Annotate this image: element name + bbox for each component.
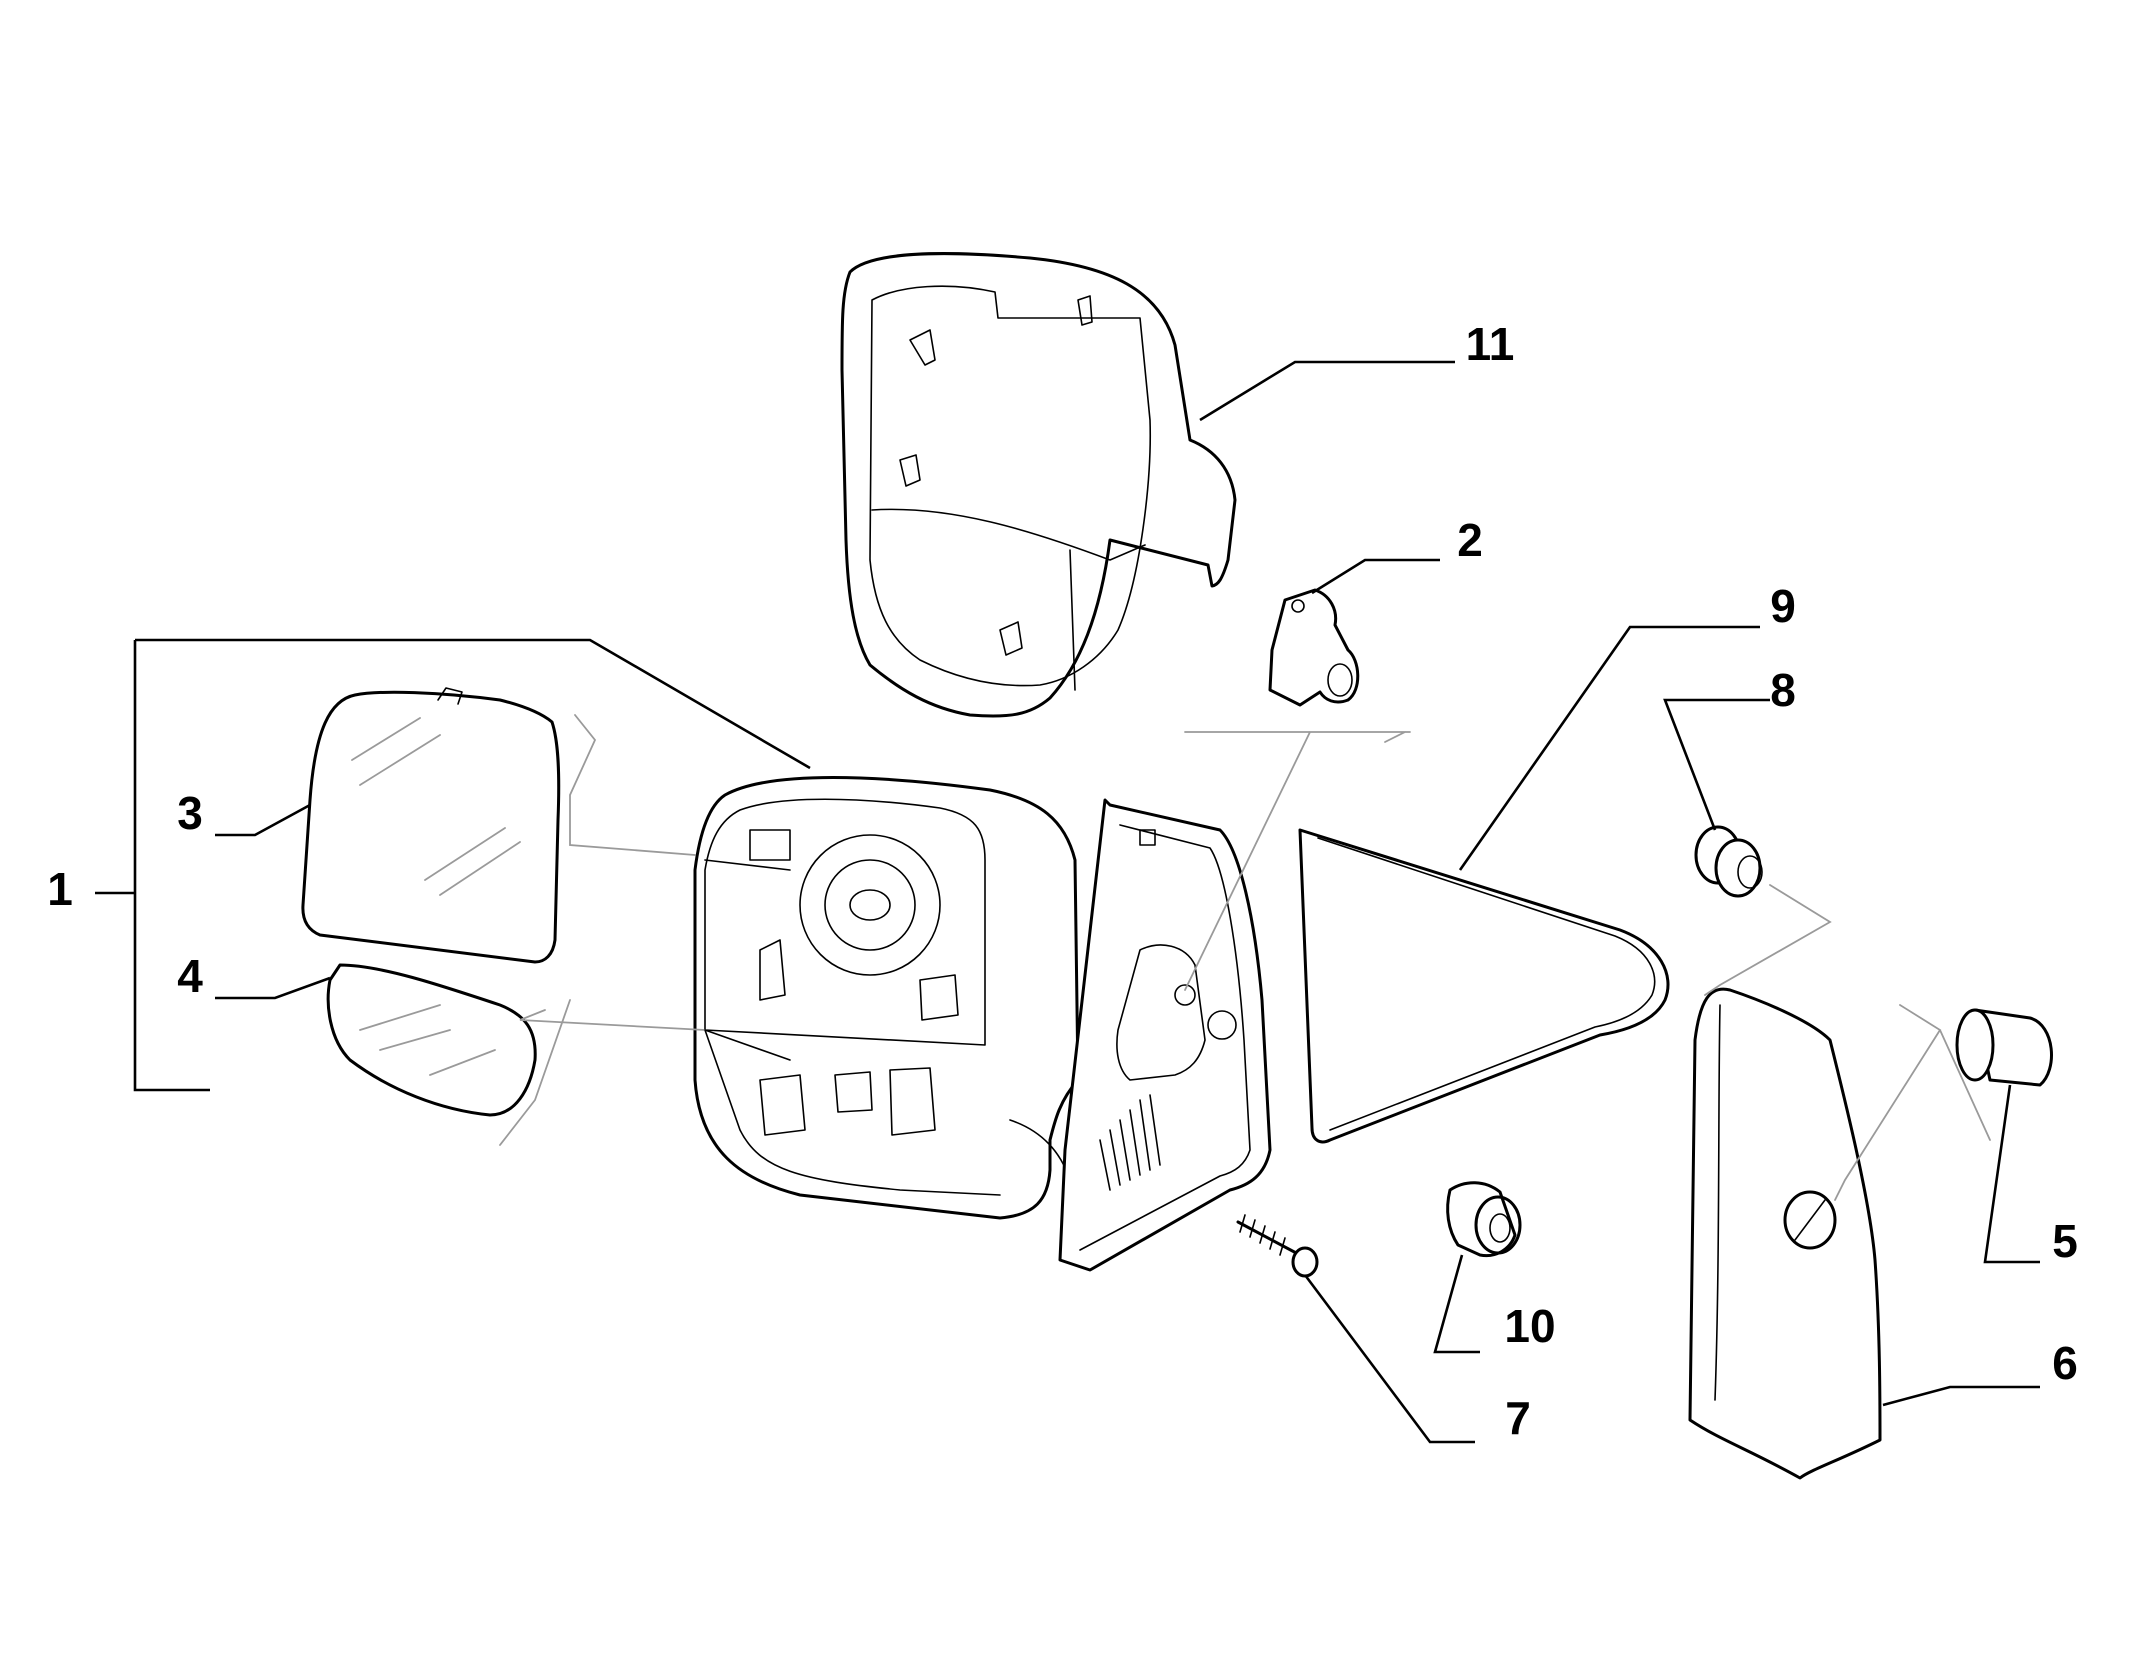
assembly-guide-lines xyxy=(499,714,1991,1201)
callout-8: 8 xyxy=(1770,664,1796,716)
callout-1: 1 xyxy=(47,863,73,915)
callout-7: 7 xyxy=(1505,1392,1531,1444)
part-10-push-clip xyxy=(1446,1181,1522,1258)
part-1-mirror-housing xyxy=(693,776,1080,1220)
part-2-pivot-bracket xyxy=(1268,588,1360,707)
part-11-mirror-cover xyxy=(840,252,1237,718)
leader-3 xyxy=(215,803,311,837)
leader-11 xyxy=(1199,360,1455,422)
part-9-seal-triangle xyxy=(1298,828,1670,1144)
part-8-grommet xyxy=(1694,825,1763,898)
callout-9: 9 xyxy=(1770,580,1796,632)
callout-11: 11 xyxy=(1466,318,1515,370)
leader-5 xyxy=(1983,1084,2040,1264)
leader-4 xyxy=(215,976,331,1000)
callout-6: 6 xyxy=(2052,1337,2078,1389)
part-3-mirror-glass xyxy=(301,687,561,964)
callout-5: 5 xyxy=(2052,1215,2078,1267)
callout-10: 10 xyxy=(1504,1300,1555,1352)
leader-10 xyxy=(1433,1254,1480,1354)
mirror-arm-bracket xyxy=(1058,798,1272,1272)
callout-4: 4 xyxy=(177,950,203,1002)
leader-8 xyxy=(1663,698,1770,831)
callout-2: 2 xyxy=(1457,514,1483,566)
leader-7 xyxy=(1303,1274,1475,1444)
leader-6 xyxy=(1882,1385,2040,1407)
part-5-cap xyxy=(1955,1008,2053,1087)
callout-3: 3 xyxy=(177,787,203,839)
leader-9 xyxy=(1458,625,1760,871)
leader-2 xyxy=(1311,558,1440,595)
callout-labels: 1 2 3 4 5 6 7 8 9 10 11 xyxy=(47,318,2078,1444)
part-4-lower-mirror-glass xyxy=(326,963,537,1117)
leader-lines xyxy=(95,360,2040,1444)
part-7-screw xyxy=(1236,1214,1319,1278)
part-6-cover-panel xyxy=(1688,987,1882,1480)
leader-1 xyxy=(95,638,811,1092)
